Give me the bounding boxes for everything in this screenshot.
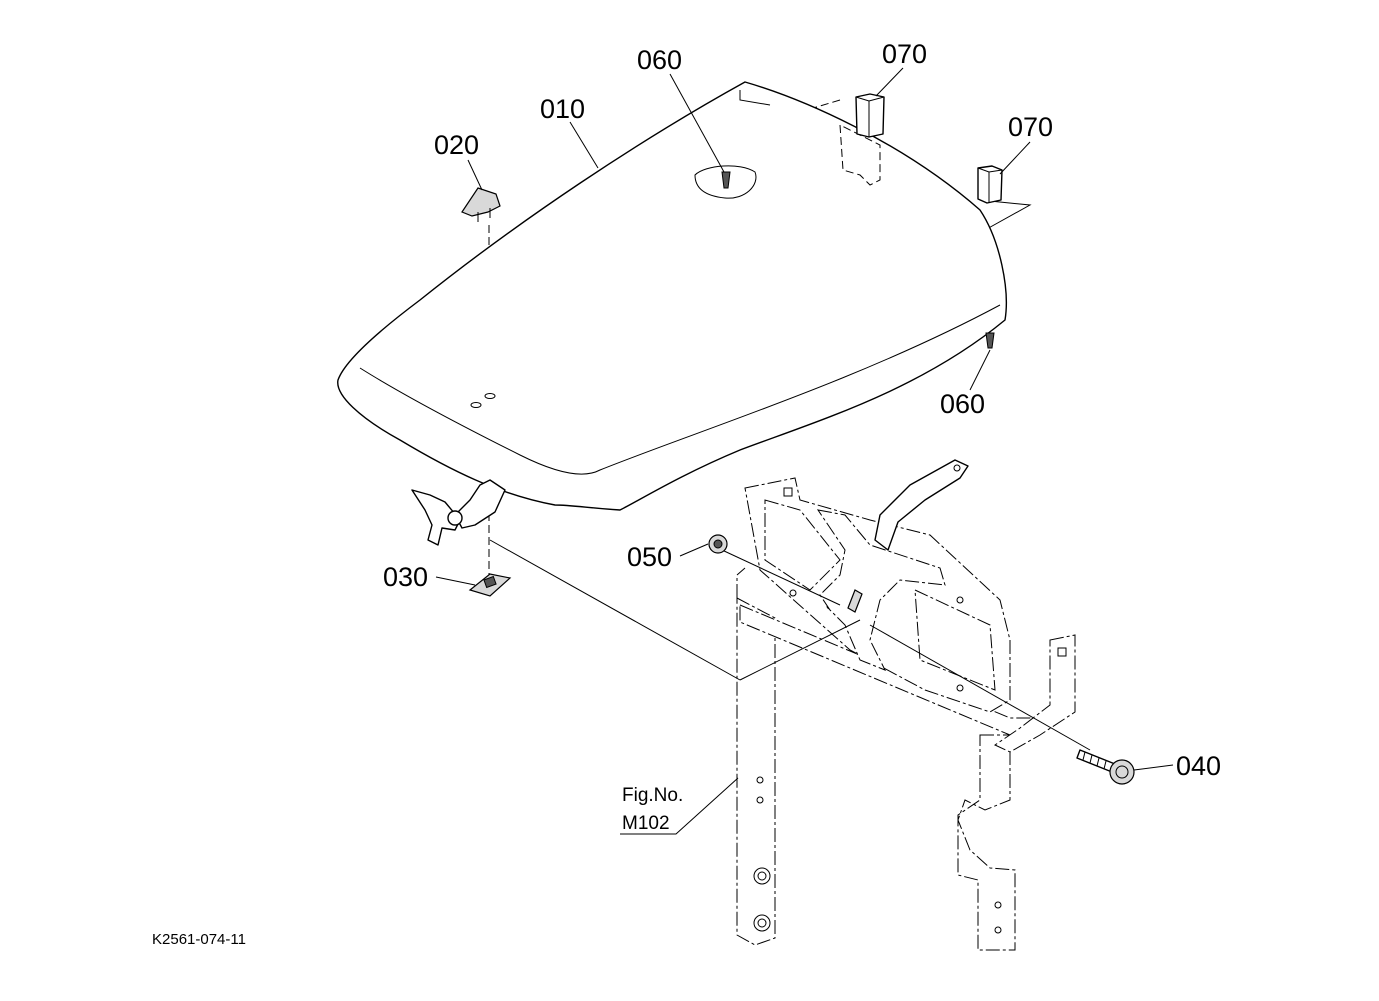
- callout-040: 040: [1176, 751, 1221, 781]
- callout-070-b: 070: [1008, 112, 1053, 142]
- clip-nut-part: [468, 573, 512, 597]
- callout-050: 050: [627, 542, 672, 572]
- callout-060-top: 060: [637, 45, 682, 75]
- support-frame: [736, 459, 1076, 951]
- cushion-b-part: [977, 165, 1003, 204]
- callout-060-side: 060: [940, 389, 985, 419]
- cap-part: [461, 187, 501, 222]
- callout-020: 020: [434, 130, 479, 160]
- callout-070-a: 070: [882, 39, 927, 69]
- fig-number: M102: [622, 813, 670, 834]
- callout-030: 030: [383, 562, 428, 592]
- bolt-part: [1076, 749, 1135, 785]
- callout-leaders: [435, 67, 1174, 835]
- hood: [337, 81, 1007, 511]
- screw-side-part: [985, 332, 995, 349]
- drawing-code: K2561-074-11: [152, 931, 246, 948]
- nut-part: [708, 534, 728, 554]
- callout-010: 010: [540, 94, 585, 124]
- latch-knob: [411, 479, 506, 546]
- fig-label: Fig.No.: [622, 785, 683, 806]
- screw-top-part: [721, 171, 731, 189]
- cushion-a-part: [855, 93, 885, 138]
